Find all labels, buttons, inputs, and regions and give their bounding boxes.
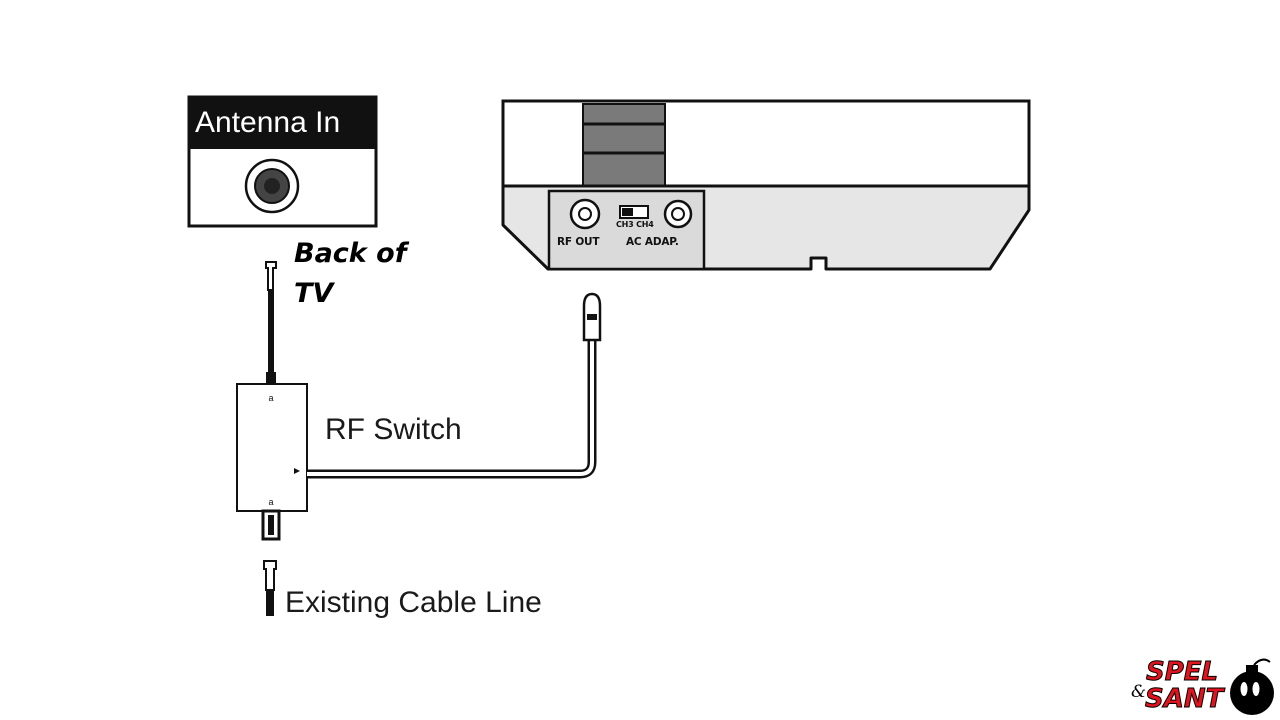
cartridge-slot (582, 103, 666, 187)
rf-switch-label: RF Switch (325, 413, 462, 446)
ac-adapter-jack (663, 199, 693, 229)
rf-out-label: RF OUT (557, 236, 600, 248)
back-of-tv-line2: TV (294, 278, 334, 309)
back-of-tv-label: Back of TV (294, 234, 406, 314)
logo-line1: SPEL (1145, 657, 1219, 687)
bomb-mascot-icon (1230, 658, 1274, 715)
rf-out-jack (569, 198, 601, 230)
logo-line2: SANT (1144, 684, 1224, 714)
existing-cable-line-label: Existing Cable Line (285, 586, 542, 619)
antenna-in-jack (244, 158, 300, 214)
back-of-tv-line1: Back of (294, 238, 407, 269)
svg-text:a: a (268, 393, 273, 403)
console-port-panel (547, 189, 706, 271)
existing-cable-plug (263, 560, 277, 616)
ac-adap-label: AC ADAP. (626, 236, 679, 248)
logo-ampersand: & (1131, 682, 1147, 702)
antenna-in-label: Antenna In (189, 97, 376, 149)
svg-text:a: a (268, 497, 273, 507)
channel-switch-label: CH3 CH4 (616, 220, 654, 229)
tv-cable (265, 261, 277, 386)
rf-switch-box: a a (236, 383, 308, 512)
cable-connector (261, 509, 281, 541)
game-console (501, 99, 1031, 271)
channel-switch (619, 205, 649, 219)
rf-cable (307, 292, 602, 479)
